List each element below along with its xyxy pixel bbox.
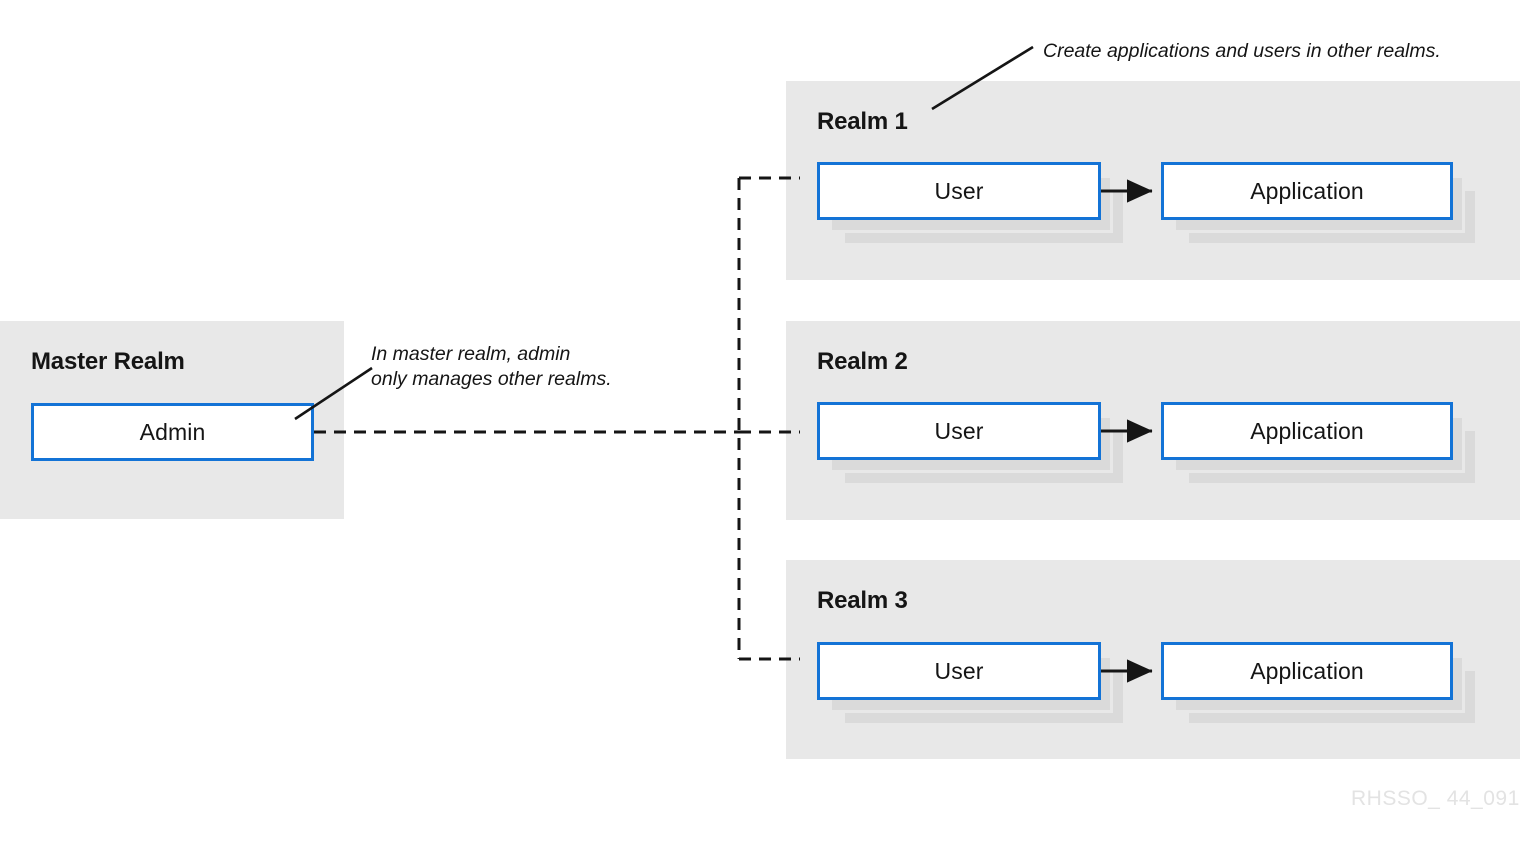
realm-2-user-label: User <box>934 417 984 444</box>
realm-1-title: Realm 1 <box>817 108 908 135</box>
master-realm-title: Master Realm <box>31 348 185 375</box>
callout-realms-text: Create applications and users in other r… <box>1043 40 1441 62</box>
realm-2-title: Realm 2 <box>817 348 908 375</box>
realm-3-application-label: Application <box>1250 657 1364 684</box>
master-realm-admin-label: Admin <box>139 418 206 445</box>
realm-3-application-node[interactable]: Application <box>1161 642 1453 700</box>
realm-1-user-label: User <box>934 177 984 204</box>
callout-master-text: In master realm, admin only manages othe… <box>371 343 612 390</box>
realm-1-application-label: Application <box>1250 177 1364 204</box>
watermark-label: RHSSO_ 44_0919 <box>1351 787 1520 810</box>
master-realm-admin-node[interactable]: Admin <box>31 403 314 461</box>
realm-1-user-node[interactable]: User <box>817 162 1101 220</box>
realm-3-user-label: User <box>934 657 984 684</box>
realm-3-title: Realm 3 <box>817 587 908 614</box>
realm-2-application-label: Application <box>1250 417 1364 444</box>
realm-1-application-node[interactable]: Application <box>1161 162 1453 220</box>
realm-2-user-node[interactable]: User <box>817 402 1101 460</box>
realm-2-application-node[interactable]: Application <box>1161 402 1453 460</box>
realm-3-user-node[interactable]: User <box>817 642 1101 700</box>
